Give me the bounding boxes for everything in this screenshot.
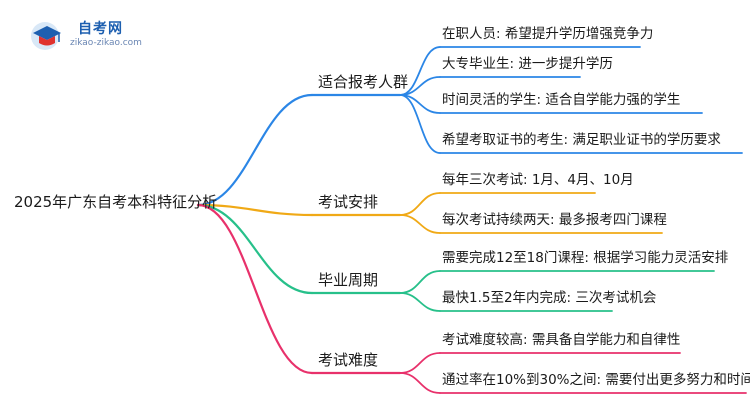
branch-label-0: 适合报考人群 bbox=[318, 73, 409, 91]
leaf-label-0-0: 在职人员: 希望提升学历增强竞争力 bbox=[442, 26, 654, 42]
branch-label-2: 毕业周期 bbox=[318, 271, 379, 289]
leaf-label-0-2: 时间灵活的学生: 适合自学能力强的学生 bbox=[442, 92, 681, 108]
branch-label-1: 考试安排 bbox=[318, 193, 379, 211]
root-node-label: 2025年广东自考本科特征分析 bbox=[14, 193, 218, 211]
leaf-connector bbox=[399, 192, 441, 216]
branch-label-3: 考试难度 bbox=[318, 351, 379, 369]
branch-connector bbox=[196, 203, 314, 217]
leaf-connector bbox=[399, 292, 441, 312]
leaf-connector bbox=[399, 270, 441, 294]
leaf-connector bbox=[399, 352, 441, 374]
logo-title: 自考网 bbox=[78, 21, 123, 37]
leaf-label-2-0: 需要完成12至18门课程: 根据学习能力灵活安排 bbox=[442, 250, 729, 266]
leaf-label-0-3: 希望考取证书的考生: 满足职业证书的学历要求 bbox=[442, 132, 721, 148]
leaf-label-0-1: 大专毕业生: 进一步提升学历 bbox=[442, 56, 613, 72]
leaf-label-2-1: 最快1.5至2年内完成: 三次考试机会 bbox=[442, 290, 657, 306]
site-logo: 自考网 zikao-zikao.com bbox=[30, 16, 180, 56]
leaf-label-3-1: 通过率在10%到30%之间: 需要付出更多努力和时间 bbox=[442, 372, 750, 388]
branch-connector bbox=[196, 203, 314, 375]
branch-connector bbox=[196, 93, 314, 207]
leaf-label-1-1: 每次考试持续两天: 最多报考四门课程 bbox=[442, 212, 667, 228]
leaf-label-3-0: 考试难度较高: 需具备自学能力和自律性 bbox=[442, 332, 681, 348]
leaf-connector bbox=[399, 372, 441, 394]
logo-url: zikao-zikao.com bbox=[70, 38, 142, 48]
leaf-connector bbox=[399, 214, 441, 234]
leaf-label-1-0: 每年三次考试: 1月、4月、10月 bbox=[442, 172, 634, 188]
leaf-connector bbox=[399, 94, 441, 154]
branch-connector bbox=[196, 203, 314, 295]
graduation-cap-icon bbox=[31, 22, 61, 50]
